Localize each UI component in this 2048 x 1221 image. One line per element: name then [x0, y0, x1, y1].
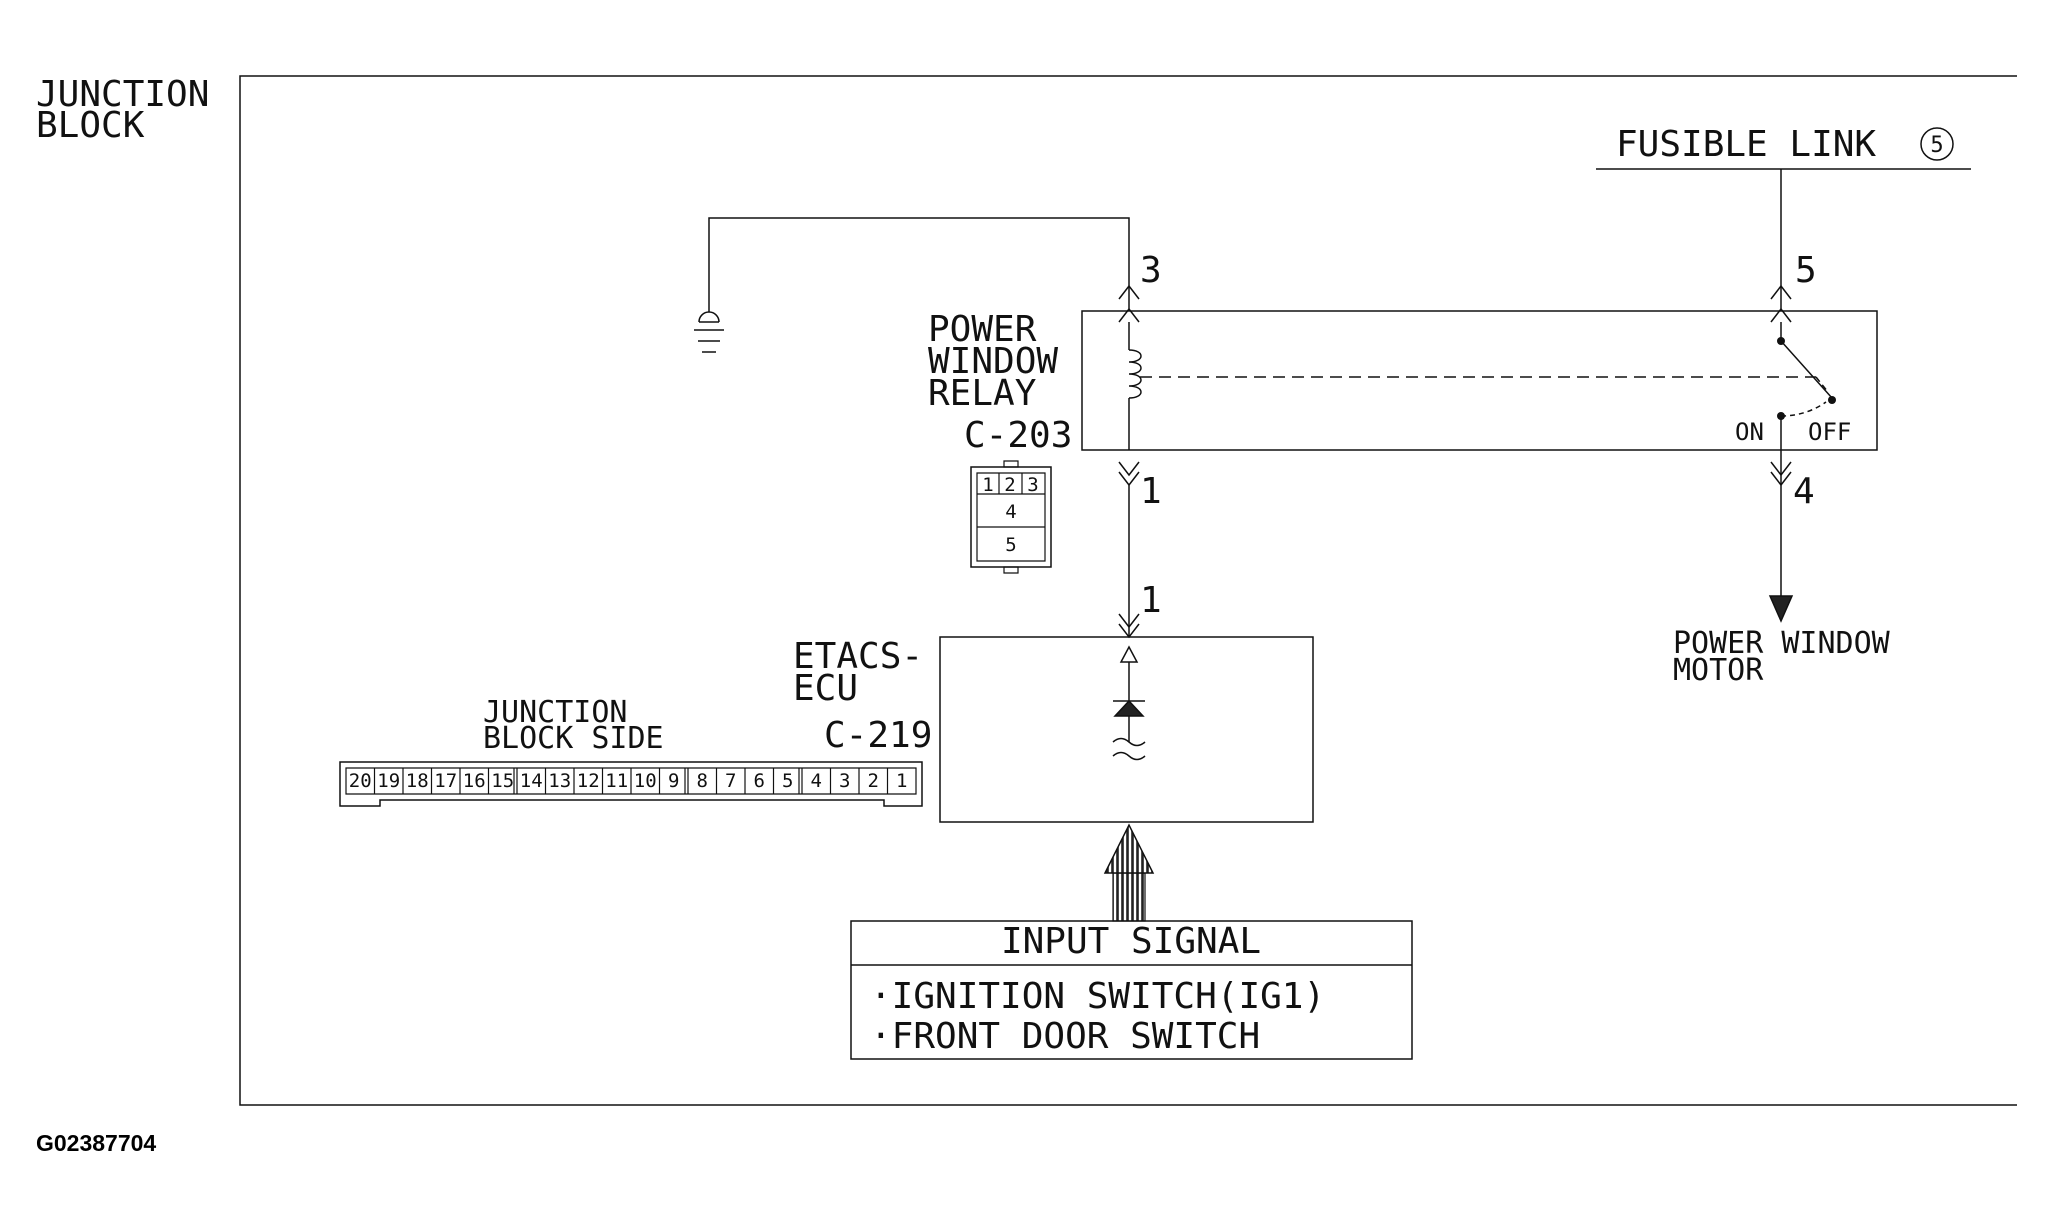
junction-block-pin: 11 [605, 770, 628, 792]
junction-block-pin: 6 [754, 770, 765, 792]
junction-block-boundary [240, 76, 2017, 1105]
junction-block-pin: 10 [634, 770, 657, 792]
relay-label-2: WINDOW [928, 341, 1058, 382]
junction-block-pin: 19 [377, 770, 400, 792]
ecu-label-1: ETACS- [793, 636, 923, 677]
motor-label-1: POWER WINDOW [1673, 626, 1891, 661]
input-signal-title: INPUT SIGNAL [1001, 921, 1261, 962]
fusible-link-number-circle [1921, 128, 1953, 160]
junction-block-pin: 4 [811, 770, 822, 792]
connector-mark-pin5 [1771, 286, 1791, 299]
motor-label-2: MOTOR [1673, 653, 1764, 688]
figure-id: G02387704 [36, 1130, 156, 1156]
ecu-input-arrow-icon [1121, 647, 1137, 662]
pin-label-4: 4 [1793, 471, 1815, 512]
relay-off-label: OFF [1808, 418, 1851, 446]
fusible-link-label: FUSIBLE LINK [1616, 124, 1876, 165]
relay-coil-icon [1129, 350, 1141, 398]
connector-mark-pin3-lower [1119, 309, 1139, 322]
jb-side-label-1: JUNCTION [483, 695, 628, 730]
junction-block-pin: 14 [520, 770, 543, 792]
junction-block-pin: 8 [697, 770, 708, 792]
junction-block-pin: 15 [491, 770, 514, 792]
junction-block-pin: 17 [434, 770, 457, 792]
input-signal-box [851, 921, 1412, 1059]
connector-mark-pin3 [1119, 286, 1139, 299]
relay-connector-cell: 2 [1004, 474, 1015, 496]
relay-label-3: RELAY [928, 373, 1037, 414]
junction-block-pin: 13 [548, 770, 571, 792]
connector-mark-pin1-relay [1119, 462, 1139, 475]
ecu-connector-label: C-219 [824, 715, 932, 756]
relay-connector-cell: 3 [1027, 474, 1038, 496]
junction-block-pin: 3 [839, 770, 850, 792]
relay-switch-blade [1781, 341, 1832, 398]
junction-block-pin: 2 [868, 770, 879, 792]
relay-switch-off-contact [1828, 396, 1836, 404]
pin-label-3: 3 [1140, 250, 1162, 291]
etacs-ecu-box [940, 637, 1313, 822]
relay-switch-arc [1781, 402, 1826, 416]
junction-block-label-2: BLOCK [36, 105, 145, 146]
junction-block-pin: 5 [782, 770, 793, 792]
relay-connector-cell: 4 [1005, 501, 1016, 523]
pin-label-1-relay: 1 [1140, 471, 1162, 512]
relay-on-label: ON [1735, 418, 1764, 446]
junction-block-pin: 12 [577, 770, 600, 792]
relay-connector-cell: 5 [1005, 534, 1016, 556]
power-window-relay-box [1082, 311, 1877, 450]
jb-side-label-2: BLOCK SIDE [483, 721, 664, 756]
junction-block-pin: 18 [406, 770, 429, 792]
pin-label-5: 5 [1795, 250, 1817, 291]
connector-mark-pin1-ecu [1119, 614, 1139, 627]
input-signal-arrow [1105, 825, 1153, 921]
relay-connector-cell: 1 [982, 474, 993, 496]
input-signal-item: ·FRONT DOOR SWITCH [870, 1016, 1260, 1057]
junction-block-label: JUNCTION [36, 74, 209, 115]
fusible-link-number: 5 [1930, 133, 1943, 158]
ecu-signal-break-icon [1113, 739, 1145, 760]
junction-block-pin: 20 [349, 770, 372, 792]
input-signal-item: ·IGNITION SWITCH(IG1) [870, 976, 1325, 1017]
relay-label-1: POWER [928, 309, 1037, 350]
relay-actuation-dashed-2 [1816, 377, 1828, 392]
ground-icon [694, 312, 724, 352]
motor-arrow-icon [1770, 596, 1792, 621]
junction-block-pin: 16 [463, 770, 486, 792]
pin-label-1-ecu: 1 [1140, 580, 1162, 621]
relay-connector-label: C-203 [964, 415, 1072, 456]
junction-block-pin: 7 [725, 770, 736, 792]
junction-block-pin: 9 [668, 770, 679, 792]
junction-block-pin: 1 [896, 770, 907, 792]
wire-ground [709, 218, 1129, 311]
zener-diode-icon [1115, 701, 1143, 716]
connector-mark-pin5-lower [1771, 309, 1791, 322]
ecu-label-2: ECU [793, 668, 858, 709]
relay-connector-c203: 1 2 3 4 5 [971, 461, 1051, 573]
